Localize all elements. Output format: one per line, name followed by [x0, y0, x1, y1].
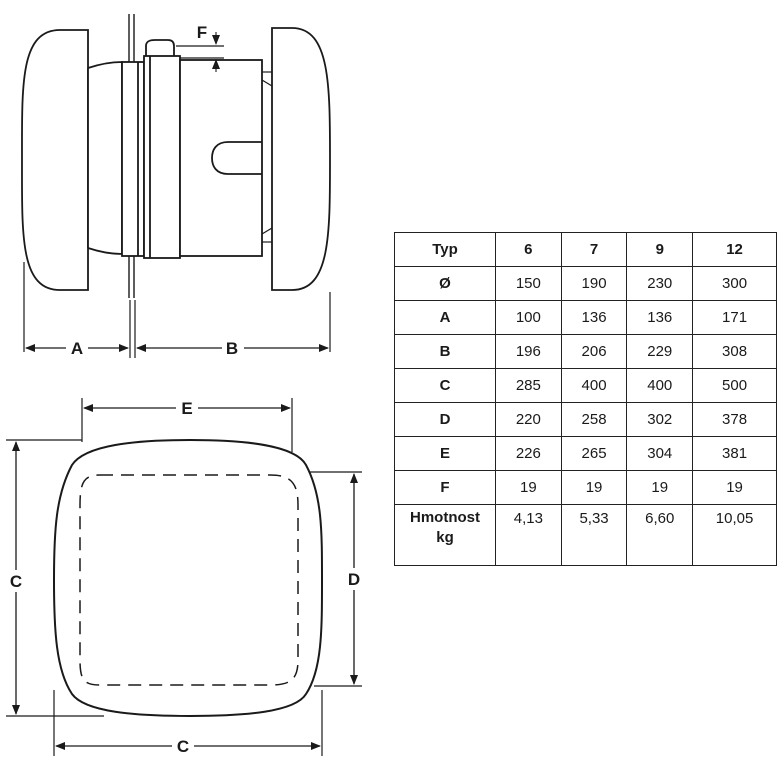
table-cell: 500 — [692, 368, 777, 403]
table-cell: 206 — [560, 334, 628, 369]
table-row: Ø 150 190 230 300 — [394, 266, 777, 301]
side-view — [21, 14, 331, 358]
left-dome — [21, 29, 89, 291]
table-row: F 19 19 19 19 — [394, 470, 777, 505]
table-row: A 100 136 136 171 — [394, 300, 777, 335]
table-cell: 19 — [626, 470, 694, 505]
table-cell: 285 — [495, 368, 562, 403]
table-cell: 381 — [692, 436, 777, 471]
label-f: F — [197, 23, 207, 42]
label-e: E — [181, 399, 192, 418]
table-cell: 136 — [626, 300, 694, 335]
table-cell: 229 — [626, 334, 694, 369]
row-label: F — [394, 470, 496, 505]
table-cell: 378 — [692, 402, 777, 437]
table-header-cell: 12 — [692, 232, 777, 267]
row-label-line1: Hmotnost — [410, 509, 480, 526]
table-cell: 220 — [495, 402, 562, 437]
table-cell: 19 — [692, 470, 777, 505]
table-cell: 308 — [692, 334, 777, 369]
front-outline — [52, 438, 323, 718]
row-label: E — [394, 436, 496, 471]
table-cell: 171 — [692, 300, 777, 335]
table-cell: 150 — [495, 266, 562, 301]
table-row: C 285 400 400 500 — [394, 368, 777, 403]
table-cell: 190 — [560, 266, 628, 301]
table-row: Hmotnost kg 4,13 5,33 6,60 10,05 — [394, 504, 777, 566]
row-label: Ø — [394, 266, 496, 301]
label-c-vertical: C — [10, 572, 22, 591]
table-row: E 226 265 304 381 — [394, 436, 777, 471]
table-cell: 6,60 — [626, 504, 694, 566]
table-header-cell: 6 — [495, 232, 562, 267]
row-label: B — [394, 334, 496, 369]
table-cell: 400 — [626, 368, 694, 403]
label-c-horizontal: C — [177, 737, 189, 756]
table-cell: 19 — [495, 470, 562, 505]
front-view — [6, 398, 362, 756]
row-label: D — [394, 402, 496, 437]
table-cell: 4,13 — [495, 504, 562, 566]
table-row: B 196 206 229 308 — [394, 334, 777, 369]
table-cell: 10,05 — [692, 504, 777, 566]
right-dome — [271, 27, 331, 291]
flange — [121, 61, 145, 257]
table-header-row: Typ 6 7 9 12 — [394, 232, 777, 267]
motor-cylinder — [179, 59, 263, 257]
table-header-cell: Typ — [394, 232, 496, 267]
table-cell: 400 — [560, 368, 628, 403]
label-a: A — [71, 339, 83, 358]
table-cell: 196 — [495, 334, 562, 369]
table-cell: 19 — [560, 470, 628, 505]
table-header-cell: 9 — [626, 232, 694, 267]
label-b: B — [226, 339, 238, 358]
table-cell: 230 — [626, 266, 694, 301]
table-cell: 136 — [560, 300, 628, 335]
table-cell: 265 — [560, 436, 628, 471]
table-cell: 100 — [495, 300, 562, 335]
left-neck — [87, 61, 123, 255]
table-cell: 226 — [495, 436, 562, 471]
table-cell: 258 — [560, 402, 628, 437]
dimension-table: Typ 6 7 9 12 Ø 150 190 230 300 A 100 136… — [394, 232, 777, 566]
row-label: Hmotnost kg — [394, 504, 496, 566]
row-label: C — [394, 368, 496, 403]
table-header-cell: 7 — [560, 232, 628, 267]
table-row: D 220 258 302 378 — [394, 402, 777, 437]
front-inner-dashed — [79, 474, 299, 686]
top-knob — [145, 39, 175, 56]
label-d: D — [348, 570, 360, 589]
row-label-line2: kg — [436, 529, 454, 546]
table-cell: 300 — [692, 266, 777, 301]
table-cell: 304 — [626, 436, 694, 471]
table-cell: 5,33 — [560, 504, 628, 566]
cable-slot — [211, 141, 262, 175]
row-label: A — [394, 300, 496, 335]
table-cell: 302 — [626, 402, 694, 437]
